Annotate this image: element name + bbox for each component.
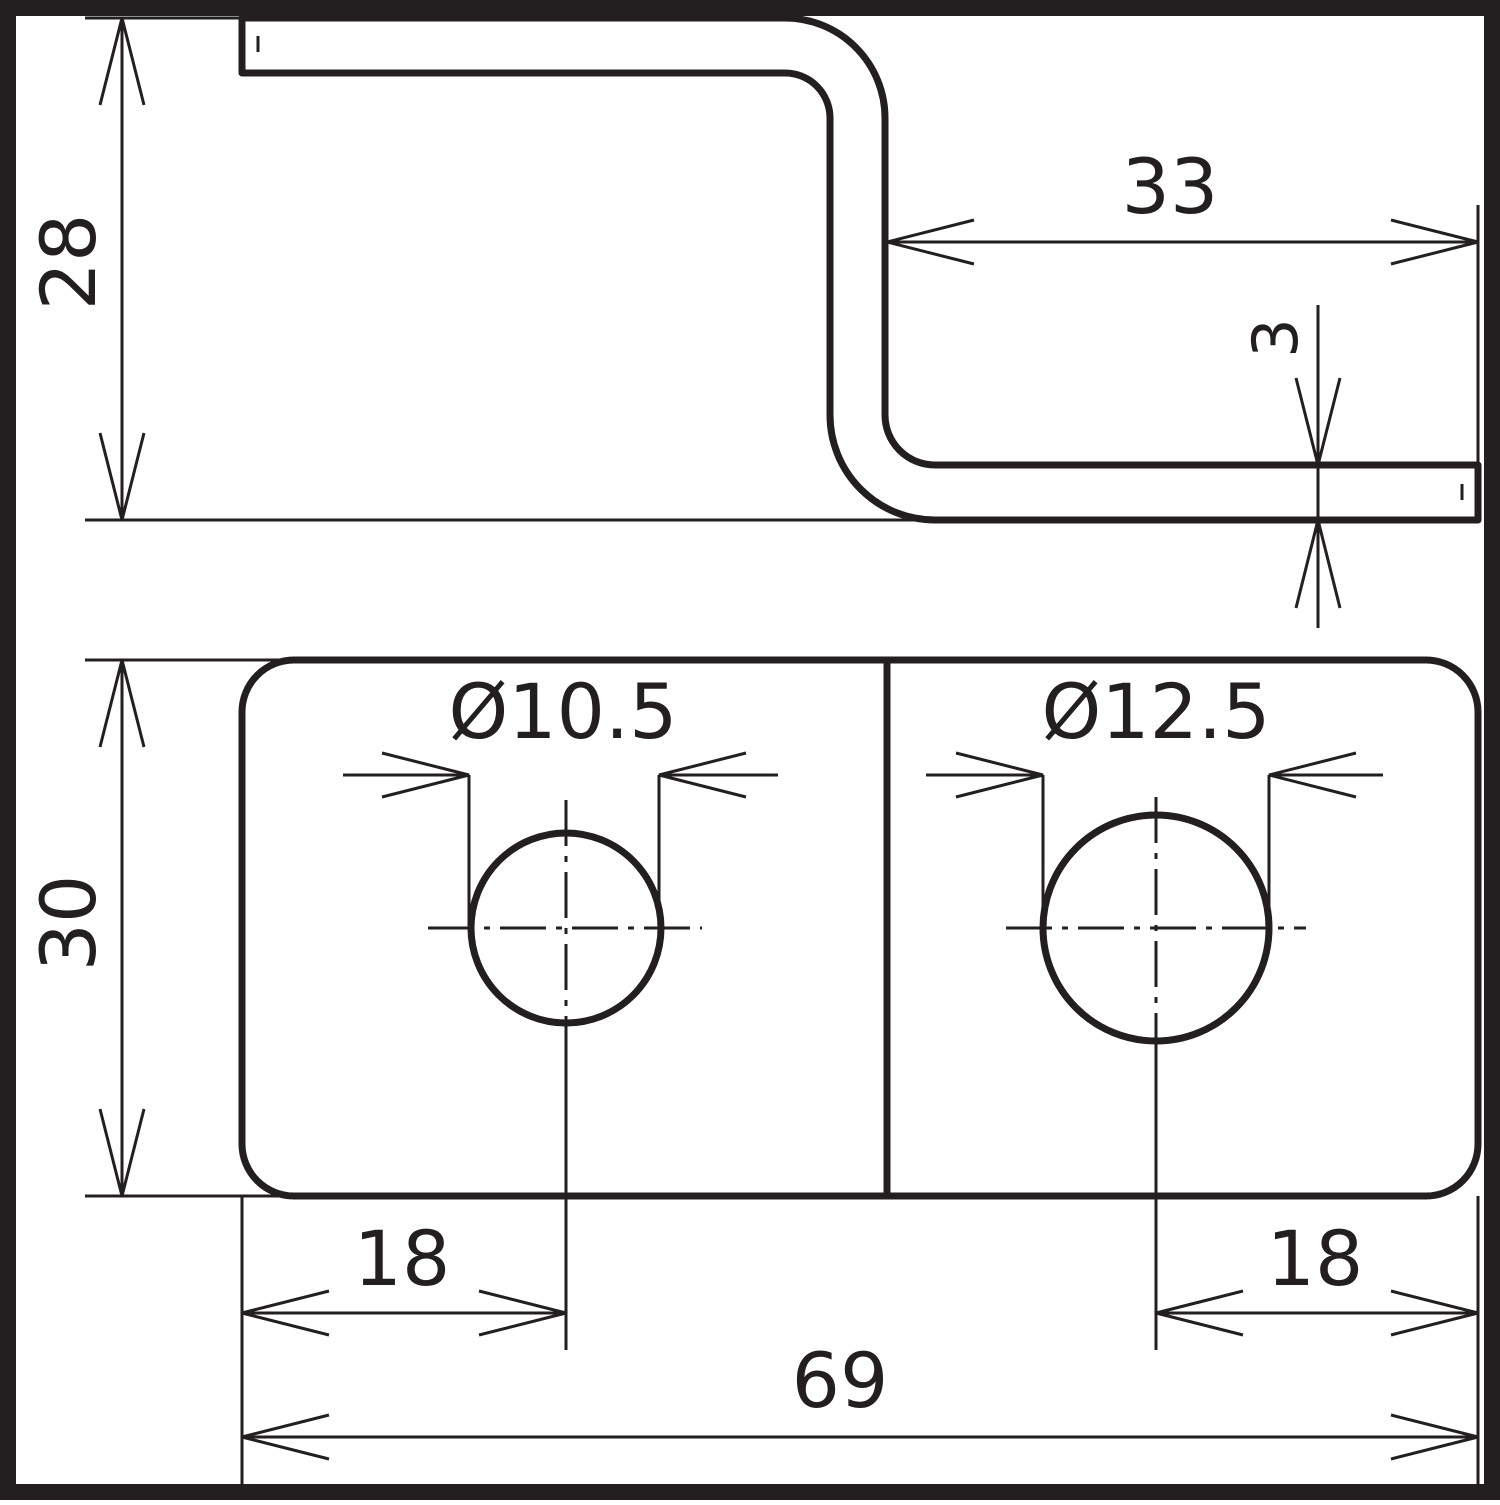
hole-left-centerlines bbox=[428, 800, 702, 1350]
bottom-extension-lines bbox=[240, 1196, 1480, 1492]
dimension-offset-right-18 bbox=[1155, 1289, 1479, 1337]
dimension-offset-left-18 bbox=[241, 1289, 567, 1337]
right-offset-label: 18 bbox=[1267, 1214, 1364, 1303]
right-hole-diameter-label: Ø12.5 bbox=[1041, 667, 1270, 756]
left-hole-diameter-label: Ø10.5 bbox=[448, 667, 677, 756]
width-label: 30 bbox=[24, 875, 113, 972]
dimension-diameter-left bbox=[343, 751, 778, 928]
dimension-height-28 bbox=[85, 16, 935, 522]
dimension-overall-69 bbox=[241, 1413, 1479, 1461]
dimension-thickness-3 bbox=[1294, 305, 1342, 628]
height-label: 28 bbox=[24, 214, 113, 311]
dimension-flange-33 bbox=[886, 205, 1480, 465]
flange-length-label: 33 bbox=[1122, 142, 1219, 231]
dimension-width-30 bbox=[85, 658, 290, 1198]
dimension-diameter-right bbox=[926, 751, 1383, 928]
bracket-profile bbox=[238, 14, 1482, 524]
hole-right-centerlines bbox=[1006, 797, 1306, 1350]
thickness-label: 3 bbox=[1239, 318, 1312, 357]
left-offset-label: 18 bbox=[354, 1214, 451, 1303]
overall-length-label: 69 bbox=[792, 1336, 889, 1425]
plate-outline bbox=[238, 656, 1482, 1200]
